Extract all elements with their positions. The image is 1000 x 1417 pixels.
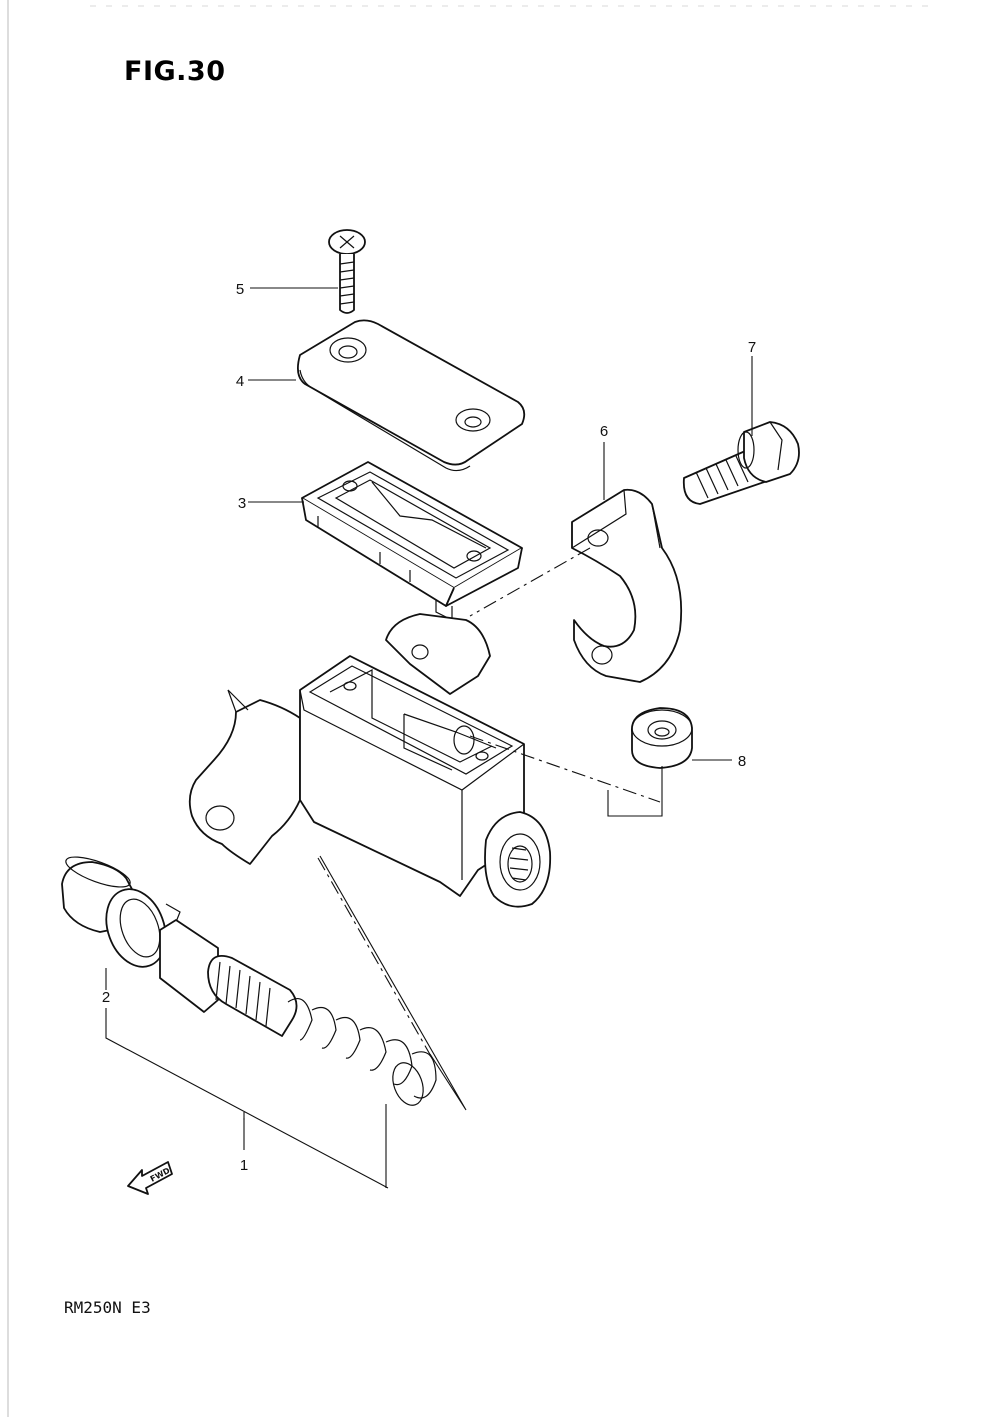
diaphragm-icon [301, 461, 523, 621]
callout-8: 8 [738, 753, 746, 770]
leader-lines [105, 287, 753, 1189]
fwd-arrow-icon: FWD [127, 1161, 173, 1195]
boot-icon [631, 707, 693, 769]
circlip-icon [105, 888, 181, 968]
model-code: RM250N E3 [64, 1298, 151, 1317]
figure-title: FIG.30 [124, 56, 226, 87]
callout-5: 5 [236, 281, 244, 298]
callout-1: 1 [240, 1157, 248, 1174]
callout-7: 7 [748, 339, 756, 356]
master-cylinder-body [188, 613, 552, 908]
callout-3: 3 [238, 495, 246, 512]
clamp-bolt-icon [682, 421, 800, 505]
cap-screw-icon [328, 229, 366, 314]
callout-6: 6 [600, 423, 608, 440]
reservoir-cap-icon [296, 319, 526, 472]
callout-2: 2 [102, 989, 110, 1006]
holder-clamp-icon [571, 488, 683, 683]
callout-4: 4 [236, 373, 244, 390]
piston-set-icon [61, 856, 437, 1106]
